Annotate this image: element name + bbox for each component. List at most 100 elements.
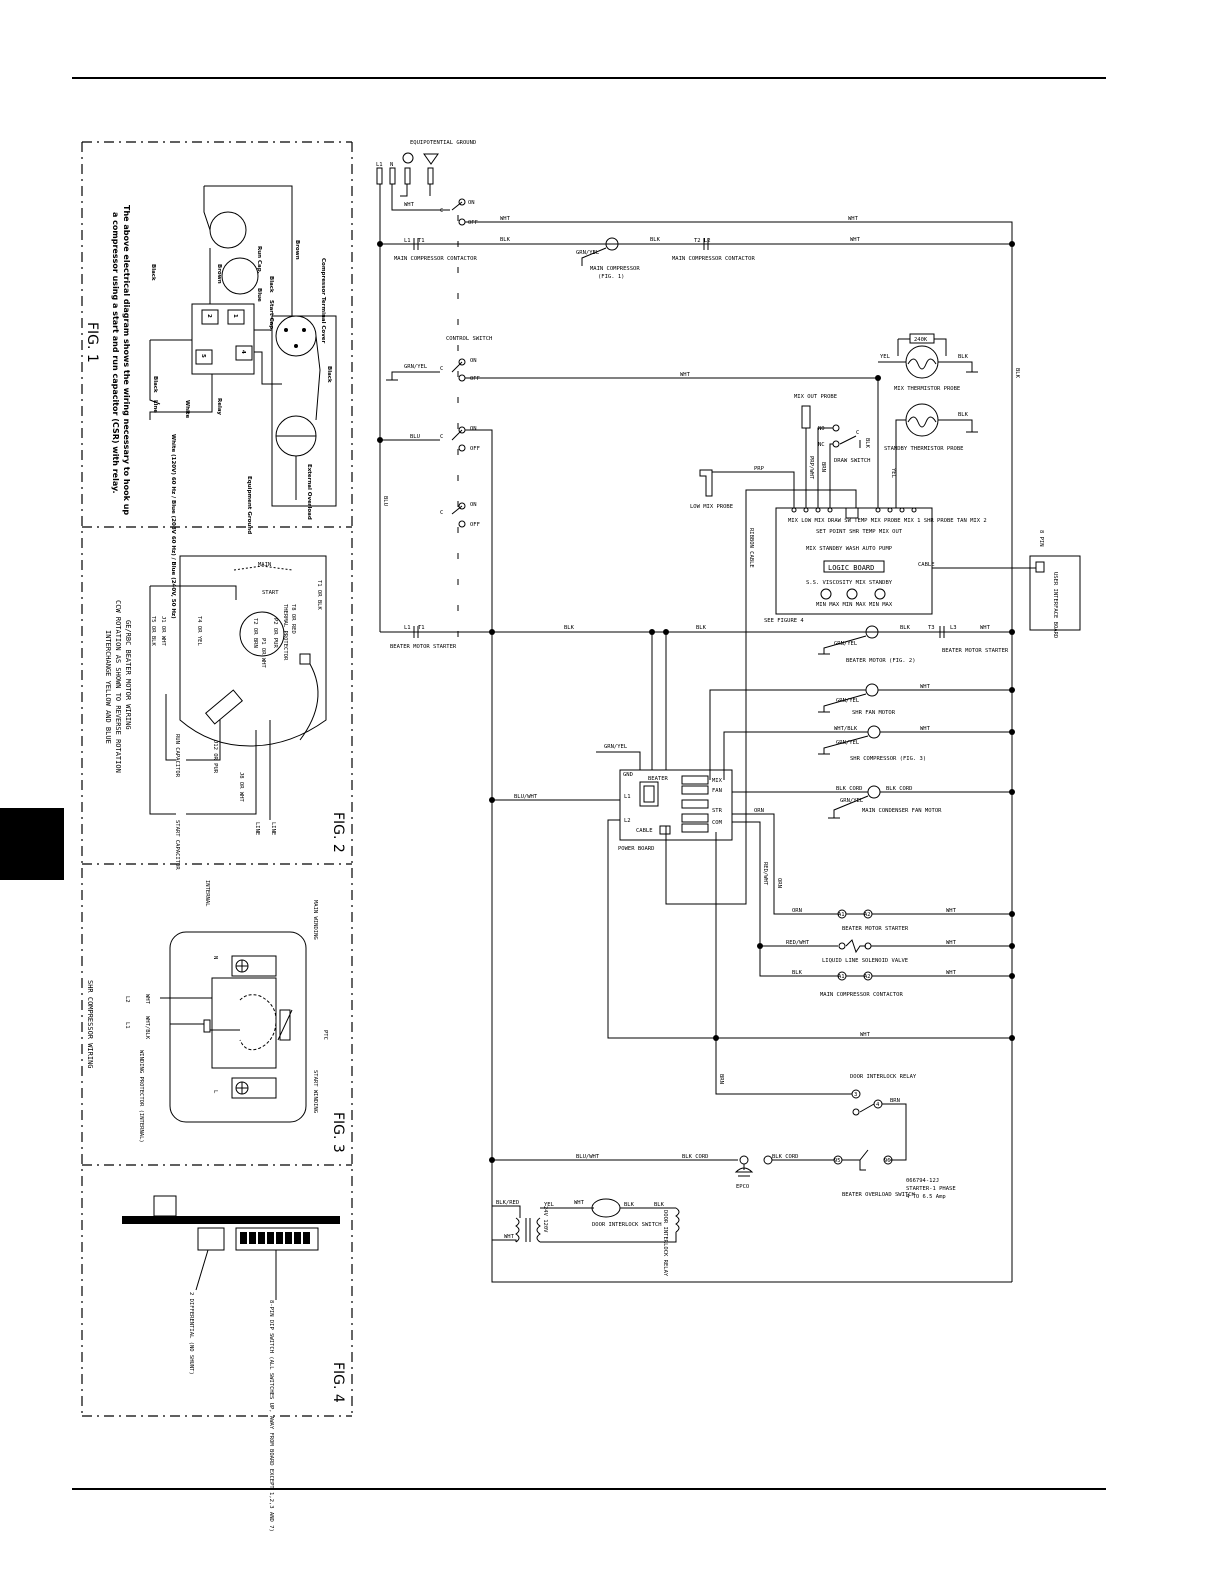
grn-yel-condenser: GRN/YEL: [840, 798, 864, 804]
dip-switch-positions: [240, 1232, 310, 1244]
dip-ref: 8 PIN: [1038, 530, 1044, 547]
orn-1: ORN: [754, 808, 764, 814]
fig1-label-line: Line: [152, 400, 158, 413]
power-board: [619, 769, 733, 841]
wht-top-far: WHT: [848, 216, 859, 222]
blu-left: BLU: [382, 496, 388, 506]
main-condenser-fan-motor: [867, 785, 881, 799]
blk-right-bus: BLK: [1014, 368, 1020, 379]
beater-motor-label: BEATER MOTOR (FIG. 2): [846, 658, 916, 664]
fig1-note-line1: The above electrical diagram shows the w…: [122, 205, 131, 515]
red-wht-2: RED/WHT: [786, 940, 810, 946]
transformer-primary: [515, 1217, 520, 1243]
blk-cord-2: BLK CORD: [886, 786, 913, 792]
fig1-label-terminal-cover: Compressor Terminal Cover: [320, 258, 326, 344]
relay: [191, 303, 255, 375]
starter-note-1: 066794-12J: [906, 1178, 939, 1184]
epco-symbol: [734, 1164, 754, 1177]
grn-yel-shr-comp: GRN/YEL: [836, 740, 860, 746]
wht-beater: WHT: [980, 625, 991, 631]
starter-note-2: STARTER-1 PHASE: [906, 1186, 956, 1192]
fig2-run-capacitor: RUN CAPACITOR: [174, 734, 180, 778]
user-interface-board-label: USER INTERFACE BOARD: [1052, 572, 1058, 638]
fig2-t8-or-red: T8 OR RED: [290, 604, 296, 634]
user-interface-board: [1029, 555, 1081, 631]
switch4-off: OFF: [470, 522, 480, 528]
wht-top-right: WHT: [500, 216, 511, 222]
grn-yel-beater: GRN/YEL: [834, 641, 858, 647]
section-tab: [0, 808, 64, 880]
ribbon-cable-label: RIBBON CABLE: [748, 528, 754, 568]
l1-t1-cont: L1: [404, 238, 411, 244]
pb-beater: BEATER: [648, 776, 669, 782]
power-board-relays: [681, 775, 709, 833]
blk-cord-3: BLK CORD: [682, 1154, 709, 1160]
bottom-rule: [72, 1488, 1106, 1490]
switch2-c: C: [440, 366, 443, 372]
standby-thermistor-probe-label: STANDBY THERMISTOR PROBE: [884, 446, 963, 452]
main-condenser-fan-label: MAIN CONDENSER FAN MOTOR: [862, 808, 942, 814]
pb-cable: CABLE: [636, 828, 653, 834]
logic-board-adj: MIN MAX MIN MAX MIN MAX: [816, 602, 893, 608]
fig3-l1: L1: [124, 1022, 130, 1029]
relay-n3: 3: [854, 1092, 857, 1098]
fig2-start-capacitor: START CAPACITOR: [174, 820, 180, 870]
fig3-wht-blk: WHT/BLK: [144, 1016, 150, 1040]
blk-beater-1: BLK: [564, 625, 575, 631]
pb-com: COM: [712, 820, 723, 826]
shr-fan-motor-label: SHR FAN MOTOR: [852, 710, 896, 716]
wht-transformer: WHT: [504, 1234, 515, 1240]
door-interlock-switch: [591, 1198, 621, 1218]
fig1: FIG. 1 The above electrical diagram show…: [84, 185, 337, 619]
fig4-dip-switch: 8-PIN DIP SWITCH (ALL SWITCHES UP, AWAY …: [268, 1300, 274, 1532]
grn-yel-power: GRN/YEL: [604, 744, 628, 750]
fig2-j1-or-wht: J1 OR WHT: [160, 616, 166, 646]
transformer-secondary: [536, 1217, 541, 1243]
fig1-label-external-overload: External Overload: [306, 464, 312, 520]
standby-thermistor-probe: [905, 403, 939, 437]
main-compressor-label: MAIN COMPRESSOR: [590, 266, 640, 272]
blu-wht-power: BLU/WHT: [514, 794, 538, 800]
logic-board-row1: SET POINT SHR TEMP MIX OUT: [816, 529, 903, 535]
brn-relay: BRN: [890, 1098, 900, 1104]
pb-l2: L2: [624, 818, 631, 824]
draw-switch-c: C: [856, 430, 859, 436]
main-compressor-contactor-label-2: MAIN COMPRESSOR CONTACTOR: [672, 256, 755, 262]
low-mix-probe-label: LOW MIX PROBE: [690, 504, 733, 510]
beater-motor-starter-2: BEATER MOTOR STARTER: [942, 648, 1009, 654]
fig2-t5-or-blk: T5 OR BLK: [150, 616, 156, 646]
fig2-caption: FIG. 2: [330, 812, 346, 853]
t2-l2-label: T2 L2: [694, 238, 711, 244]
fig1-label-start-cap: Start Cap.: [268, 300, 274, 331]
a2-starter: A2: [864, 912, 871, 918]
fig2-title-line1: GE/RBC BEATER MOTOR WIRING: [124, 620, 132, 730]
switch3-off: OFF: [470, 446, 480, 452]
wht-control: WHT: [680, 372, 691, 378]
fig3-l: L: [212, 1090, 218, 1094]
pb-str: STR: [712, 808, 723, 814]
fig1-label-brown: Brown: [294, 240, 300, 260]
compressor-terminal-cover: [271, 315, 337, 507]
orn-2: ORN: [776, 878, 782, 888]
wht-bottom-return: WHT: [860, 1032, 871, 1038]
blu-wht-bottom: BLU/WHT: [576, 1154, 600, 1160]
fig3: FIG. 3 SHR COMPRESSOR WIRING INTERNAL MA…: [86, 880, 346, 1153]
wht-shr-comp: WHT: [920, 726, 931, 732]
fig2-p2-or-pur: P2 OR PUR: [272, 618, 278, 648]
door-interlock-relay-coil: [675, 1207, 680, 1233]
l3-label: L3: [950, 625, 957, 631]
grn-yel-control: GRN/YEL: [404, 364, 428, 370]
a1-contactor: A1: [838, 974, 845, 980]
board-edge: [122, 1216, 340, 1224]
logic-board-terminals: [791, 507, 917, 513]
blk-mix-probe: BLK: [958, 354, 969, 360]
control-switch-label: CONTROL SWITCH: [446, 336, 492, 342]
relay-n4: 4: [876, 1102, 880, 1108]
fig1-ref-label: (FIG. 1): [598, 274, 625, 280]
a1-starter: A1: [838, 912, 845, 918]
beater-motor-starter-1: BEATER MOTOR STARTER: [390, 644, 457, 650]
yel-transformer: YEL: [544, 1202, 555, 1208]
mix-thermistor-probe: [905, 345, 939, 379]
liquid-line-solenoid-label: LIQUID LINE SOLENOID VALVE: [822, 958, 908, 964]
